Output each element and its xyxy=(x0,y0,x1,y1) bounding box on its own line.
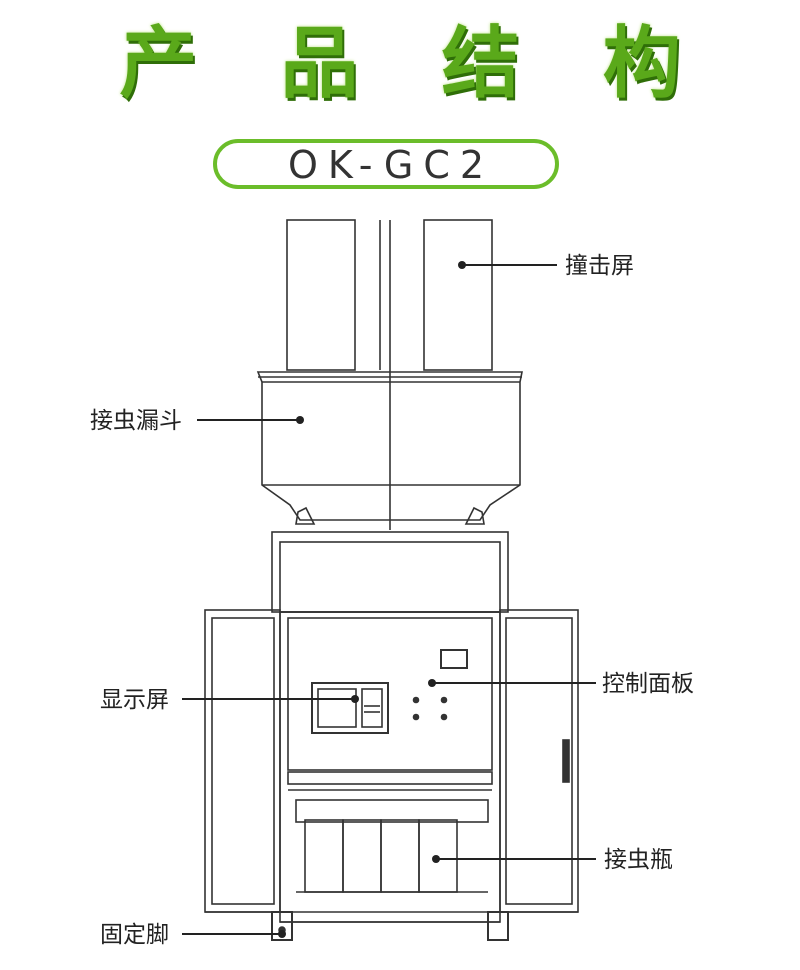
foot-left xyxy=(271,911,293,941)
panel-button xyxy=(440,649,468,669)
left-door xyxy=(204,609,281,913)
bottle-2 xyxy=(342,819,382,893)
impact-screen-right xyxy=(423,219,493,371)
label-bottle: 接虫瓶 xyxy=(604,847,673,873)
label-feet: 固定脚 xyxy=(100,922,169,948)
label-control-panel: 控制面板 xyxy=(602,671,694,697)
upper-frame xyxy=(271,531,509,613)
foot-right xyxy=(487,911,509,941)
impact-screen-left xyxy=(286,219,356,371)
label-display: 显示屏 xyxy=(100,687,169,713)
funnel-body xyxy=(256,371,523,521)
model-badge xyxy=(213,139,559,189)
page-title: 产 品 结 构 xyxy=(119,19,709,109)
model-name: OK-GC2 xyxy=(287,143,495,187)
bottle-1 xyxy=(304,819,344,893)
label-funnel: 接虫漏斗 xyxy=(90,408,182,434)
display-screen xyxy=(311,682,389,734)
bottle-3 xyxy=(380,819,420,893)
label-impact-screen: 撞击屏 xyxy=(565,253,634,279)
